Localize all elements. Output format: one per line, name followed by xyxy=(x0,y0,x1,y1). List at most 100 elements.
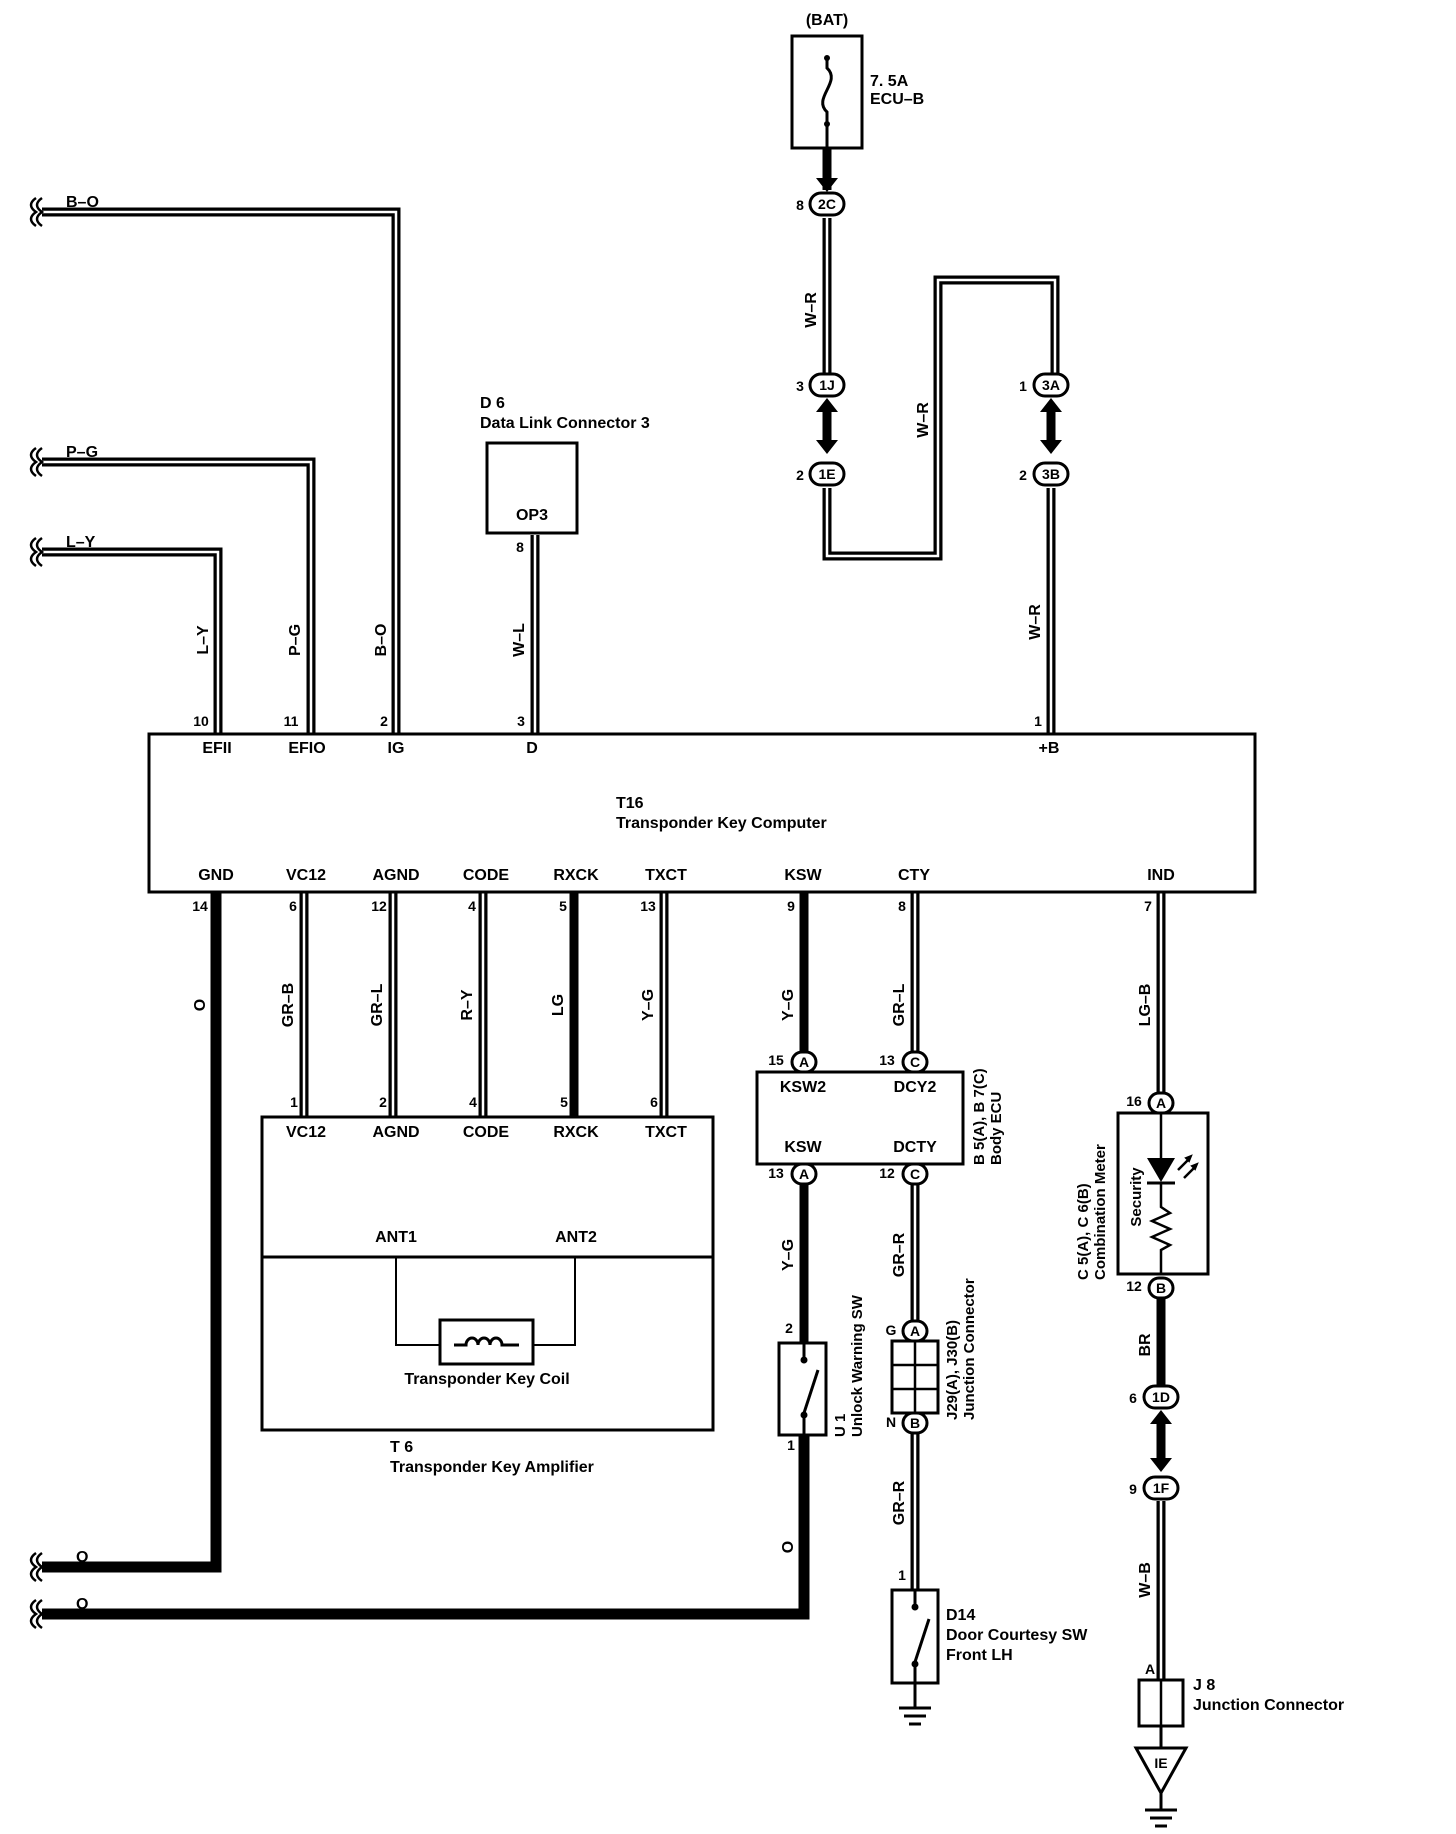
label-o-2: O xyxy=(76,1596,88,1613)
svg-text:2C: 2C xyxy=(818,196,836,212)
svg-text:6: 6 xyxy=(650,1094,658,1110)
label-gr-l: GR–L xyxy=(369,983,386,1026)
svg-text:15: 15 xyxy=(768,1052,784,1068)
t16-ig: IG xyxy=(388,740,405,757)
junction-connector-j29-j30: G A N B J29(A), J30(B) Junction Connecto… xyxy=(886,1278,978,1435)
u1-name: Unlock Warning SW xyxy=(849,1294,866,1437)
combination-meter-security: Security xyxy=(1128,1167,1145,1227)
d14-id: D14 xyxy=(946,1607,975,1624)
svg-text:B: B xyxy=(1156,1280,1166,1296)
body-ecu: 15 A 13 C KSW2 DCY2 KSW DCTY 13 A 12 C B… xyxy=(755,1050,1005,1186)
svg-text:10: 10 xyxy=(193,713,209,729)
door-courtesy-switch-d14: 1 D14 Door Courtesy SW Front LH xyxy=(890,1567,1088,1726)
junction-connector-j8: A J 8 Junction Connector IE xyxy=(1133,1661,1344,1828)
svg-text:1: 1 xyxy=(1019,378,1027,394)
svg-text:1E: 1E xyxy=(818,466,835,482)
svg-text:4: 4 xyxy=(469,1094,477,1110)
svg-text:14: 14 xyxy=(192,898,208,914)
label-lg: LG xyxy=(550,994,567,1016)
svg-text:A: A xyxy=(1145,1661,1155,1677)
wire-l-y xyxy=(42,547,223,734)
svg-text:6: 6 xyxy=(1129,1390,1137,1406)
label-r-y: R–Y xyxy=(459,989,476,1020)
body-ecu-name: Body ECU xyxy=(988,1092,1005,1165)
battery-fuse: (BAT) 7. 5A ECU–B xyxy=(790,12,924,150)
t16-gnd: GND xyxy=(198,867,234,884)
svg-text:1: 1 xyxy=(290,1094,298,1110)
svg-text:7: 7 xyxy=(1144,898,1152,914)
connector-3a-3b: 3A 1 3B 2 xyxy=(1019,372,1070,487)
label-lg-b: LG–B xyxy=(1137,984,1154,1027)
wire-p-g xyxy=(42,457,316,734)
connector-1j-1e: 1J 3 1E 2 xyxy=(796,372,846,487)
svg-text:11: 11 xyxy=(284,713,299,729)
label-br: BR xyxy=(1137,1333,1154,1357)
svg-text:2: 2 xyxy=(1019,467,1027,483)
label-y-g-ksw: Y–G xyxy=(780,989,797,1021)
label-l-y-top: L–Y xyxy=(66,534,96,551)
t16-vc12: VC12 xyxy=(286,867,326,884)
ground-point-icon xyxy=(1133,1746,1189,1797)
label-w-b: W–B xyxy=(1137,1562,1154,1598)
door-switch-icon xyxy=(913,1618,931,1663)
label-p-g-vert: P–G xyxy=(287,624,304,656)
label-w-r-fuse: W–R xyxy=(803,292,820,328)
svg-text:13: 13 xyxy=(768,1165,784,1181)
svg-text:4: 4 xyxy=(468,898,476,914)
ground-icon xyxy=(899,1706,931,1726)
label-o-u1: O xyxy=(780,1541,797,1553)
label-gr-l-cty: GR–L xyxy=(891,983,908,1026)
svg-text:A: A xyxy=(910,1323,920,1339)
svg-text:1: 1 xyxy=(898,1567,906,1583)
svg-text:9: 9 xyxy=(1129,1481,1137,1497)
svg-text:1J: 1J xyxy=(819,377,835,393)
wire-breaks xyxy=(29,196,44,1630)
svg-text:8: 8 xyxy=(516,539,524,555)
label-gr-r-lower: GR–R xyxy=(891,1480,908,1525)
svg-text:13: 13 xyxy=(640,898,656,914)
t16-ksw: KSW xyxy=(784,867,822,884)
t16-efio: EFIO xyxy=(288,740,325,757)
svg-text:2: 2 xyxy=(379,1094,387,1110)
t16-cty: CTY xyxy=(898,867,930,884)
combination-meter-id: C 5(A), C 6(B) xyxy=(1075,1183,1092,1280)
t16-rxck: RXCK xyxy=(553,867,599,884)
unlock-warning-switch-u1: 2 1 U 1 Unlock Warning SW xyxy=(777,1294,866,1453)
u1-id: U 1 xyxy=(832,1414,849,1437)
svg-text:1: 1 xyxy=(787,1437,795,1453)
t16-code: CODE xyxy=(463,867,510,884)
svg-text:16: 16 xyxy=(1126,1093,1142,1109)
label-b-o-vert: B–O xyxy=(373,624,390,657)
transponder-key-computer-t16: T16 Transponder Key Computer 10 11 2 3 1… xyxy=(147,713,1257,914)
label-l-y-vert: L–Y xyxy=(195,625,212,655)
t6-txct: TXCT xyxy=(645,1124,687,1141)
svg-text:N: N xyxy=(886,1414,896,1430)
j8-name: Junction Connector xyxy=(1193,1697,1344,1714)
j29-name: Junction Connector xyxy=(961,1278,978,1420)
svg-text:6: 6 xyxy=(289,898,297,914)
svg-text:A: A xyxy=(799,1166,809,1182)
svg-text:2: 2 xyxy=(785,1320,793,1336)
j8-id: J 8 xyxy=(1193,1677,1215,1694)
svg-text:A: A xyxy=(1156,1095,1166,1111)
label-o-1: O xyxy=(76,1549,88,1566)
body-ecu-dcy2: DCY2 xyxy=(894,1079,937,1096)
fuse-icon xyxy=(821,58,833,124)
label-gr-r-upper: GR–R xyxy=(891,1232,908,1277)
label-w-r-plus-b: W–R xyxy=(1027,604,1044,640)
svg-text:13: 13 xyxy=(879,1052,895,1068)
wire-o-gnd xyxy=(42,892,222,1573)
t6-name: Transponder Key Amplifier xyxy=(390,1459,594,1476)
t6-id: T 6 xyxy=(390,1439,413,1456)
wire-b-o xyxy=(42,207,401,734)
j8-ground-label: IE xyxy=(1154,1755,1167,1771)
t6-coil-label: Transponder Key Coil xyxy=(404,1371,569,1388)
body-ecu-ksw2: KSW2 xyxy=(780,1079,826,1096)
data-link-connector-d6: D 6 Data Link Connector 3 OP3 8 xyxy=(480,395,650,555)
wire-w-r-loop xyxy=(822,275,1060,561)
t6-ant1: ANT1 xyxy=(375,1229,417,1246)
ground-icon-j8 xyxy=(1145,1808,1177,1828)
svg-text:1: 1 xyxy=(1034,713,1042,729)
connector-2c: 2C 8 xyxy=(796,178,846,217)
